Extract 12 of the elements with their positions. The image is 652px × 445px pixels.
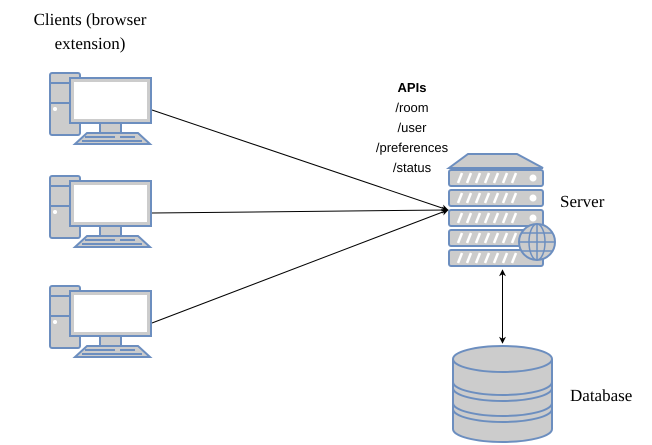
node-caption: Server xyxy=(560,192,604,212)
arrow xyxy=(152,110,449,212)
api-endpoint: /user xyxy=(396,120,428,135)
group-title: Clients (browser extension) xyxy=(32,9,148,55)
api-endpoint: /preferences xyxy=(374,140,450,155)
api-endpoint: /room xyxy=(394,100,430,115)
api-heading: APIs xyxy=(396,80,428,95)
arrow xyxy=(152,206,449,214)
arrow xyxy=(152,208,449,324)
api-endpoint: /status xyxy=(392,160,432,175)
arrow xyxy=(499,269,506,344)
node-caption: Database xyxy=(570,386,632,406)
